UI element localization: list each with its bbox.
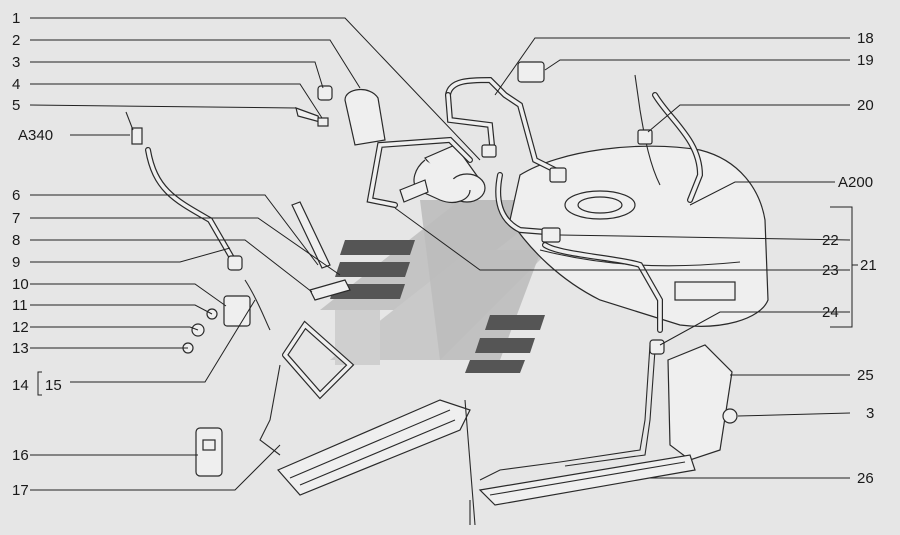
watermark-logo bbox=[320, 200, 560, 373]
callout-8: 8 bbox=[12, 232, 20, 249]
vent-loop-line bbox=[259, 320, 355, 456]
right-callouts: 18 19 20 A200 22 23 21 24 25 3 26 bbox=[822, 30, 877, 487]
callout-24: 24 bbox=[822, 304, 839, 321]
callout-1: 1 bbox=[12, 10, 20, 27]
callout-14: 14 bbox=[12, 377, 29, 394]
connectors bbox=[481, 61, 665, 355]
callout-17: 17 bbox=[12, 482, 29, 499]
callout-13: 13 bbox=[12, 340, 29, 357]
callout-11: 11 bbox=[12, 297, 28, 314]
leader-lines bbox=[29, 17, 858, 491]
fuel-filter bbox=[399, 144, 486, 203]
callout-22: 22 bbox=[822, 232, 839, 249]
callout-3-right: 3 bbox=[866, 405, 874, 422]
callout-12: 12 bbox=[12, 319, 29, 336]
callout-5: 5 bbox=[12, 97, 20, 114]
filter-clamp bbox=[295, 85, 386, 146]
callout-a340: A340 bbox=[18, 127, 53, 144]
left-callouts: 1 2 3 4 5 A340 6 7 8 9 10 11 12 13 14 15… bbox=[12, 10, 62, 499]
callout-7: 7 bbox=[12, 210, 20, 227]
watermark-stripes bbox=[330, 240, 545, 373]
callout-10: 10 bbox=[12, 276, 29, 293]
callout-6: 6 bbox=[12, 187, 20, 204]
callout-a200: A200 bbox=[838, 174, 873, 191]
callout-3: 3 bbox=[12, 54, 20, 71]
callout-15: 15 bbox=[45, 377, 62, 394]
callout-4: 4 bbox=[12, 76, 20, 93]
fuel-lines bbox=[366, 76, 663, 481]
pipe-clip bbox=[195, 427, 223, 477]
heat-shield bbox=[667, 344, 738, 461]
callout-9: 9 bbox=[12, 254, 20, 271]
callout-20: 20 bbox=[857, 97, 874, 114]
callout-16: 16 bbox=[12, 447, 29, 464]
hose-clip bbox=[291, 201, 351, 301]
callout-19: 19 bbox=[857, 52, 874, 69]
callout-23: 23 bbox=[822, 262, 839, 279]
callout-25: 25 bbox=[857, 367, 874, 384]
protective-covers bbox=[277, 399, 696, 526]
callout-26: 26 bbox=[857, 470, 874, 487]
callout-18: 18 bbox=[857, 30, 874, 47]
callout-21: 21 bbox=[860, 257, 877, 274]
filler-neck bbox=[634, 74, 704, 203]
callout-2: 2 bbox=[12, 32, 20, 49]
